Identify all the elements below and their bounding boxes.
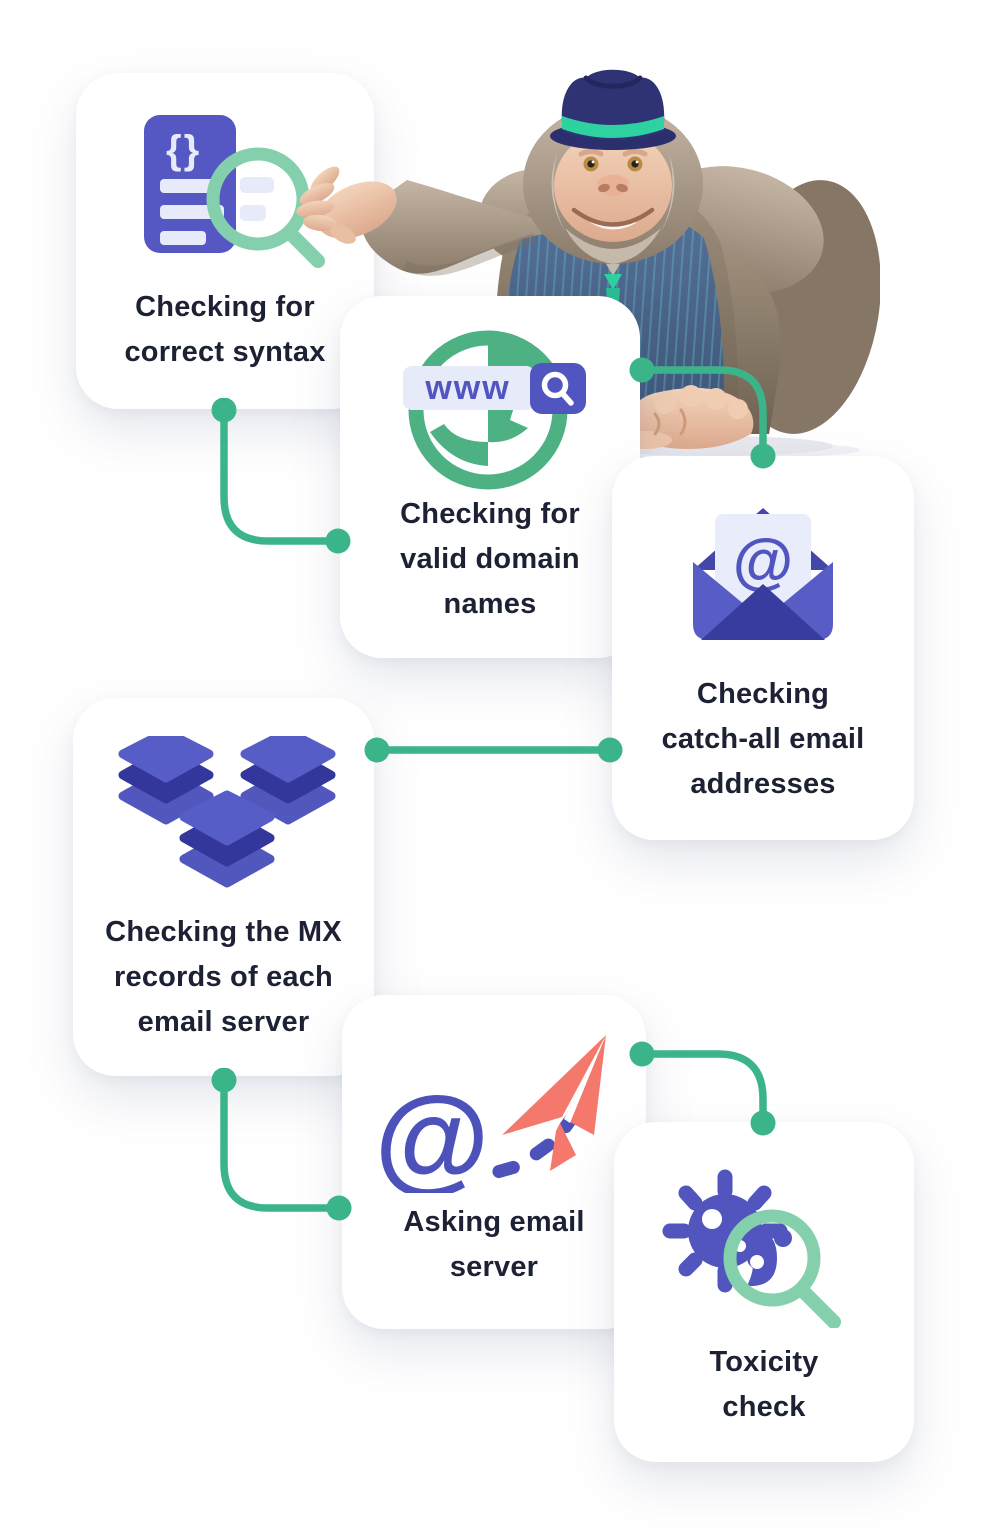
card-syntax-check: {} Checking for correct syntax xyxy=(76,73,374,409)
card-title: Asking email server xyxy=(403,1200,584,1290)
card-title-line: names xyxy=(443,588,537,620)
svg-text:@: @ xyxy=(374,1073,489,1193)
globe-www-search-icon: www xyxy=(403,330,586,490)
server-stacks-icon xyxy=(118,736,335,888)
card-title-line: Checking the MX xyxy=(105,916,342,948)
virus-magnifier-icon xyxy=(662,1169,841,1328)
card-title-line: addresses xyxy=(690,768,836,800)
card-domain-check: www Checking for valid domain names xyxy=(340,296,640,658)
connector-mx-to-catchall xyxy=(364,737,623,763)
knuckle-fist xyxy=(618,385,754,449)
card-mx-records-check: Checking the MX records of each email se… xyxy=(73,698,374,1076)
card-title-line: Checking for xyxy=(400,498,580,530)
open-palm xyxy=(296,166,397,244)
svg-text:{}: {} xyxy=(166,128,201,172)
card-title-line: Toxicity xyxy=(709,1346,819,1378)
card-title-line: Asking email xyxy=(403,1206,585,1238)
card-title: Checking for correct syntax xyxy=(124,285,325,375)
card-catch-all-check: @ Checking catch-all email addresses xyxy=(612,456,914,840)
card-title: Checking catch-all email addresses xyxy=(662,672,865,807)
connector-mx-to-ask xyxy=(211,1068,352,1221)
at-paper-plane-icon: @ xyxy=(374,1035,606,1193)
envelope-at-icon: @ xyxy=(693,508,833,640)
card-title-line: catch-all email xyxy=(661,723,865,755)
card-title-line: server xyxy=(449,1251,539,1283)
svg-text:www: www xyxy=(424,369,510,407)
card-ask-email-server: @ Asking email server xyxy=(342,995,646,1329)
card-title-line: check xyxy=(722,1391,806,1423)
connector-ask-to-toxicity xyxy=(629,1041,776,1136)
card-title: Toxicity check xyxy=(709,1340,818,1430)
card-title: Checking the MX records of each email se… xyxy=(105,910,342,1045)
connector-syntax-to-domain xyxy=(211,398,351,554)
card-title-line: correct syntax xyxy=(124,336,326,368)
document-syntax-magnifier-icon: {} xyxy=(144,115,325,268)
card-title-line: email server xyxy=(137,1006,310,1038)
card-title: Checking for valid domain names xyxy=(400,492,580,627)
connector-domain-to-catchall xyxy=(629,357,776,469)
card-title-line: valid domain xyxy=(400,543,580,575)
card-title-line: Checking for xyxy=(135,291,315,323)
card-toxicity-check: Toxicity check xyxy=(614,1122,914,1462)
card-title-line: Checking xyxy=(696,678,830,710)
card-title-line: records of each xyxy=(114,961,333,993)
